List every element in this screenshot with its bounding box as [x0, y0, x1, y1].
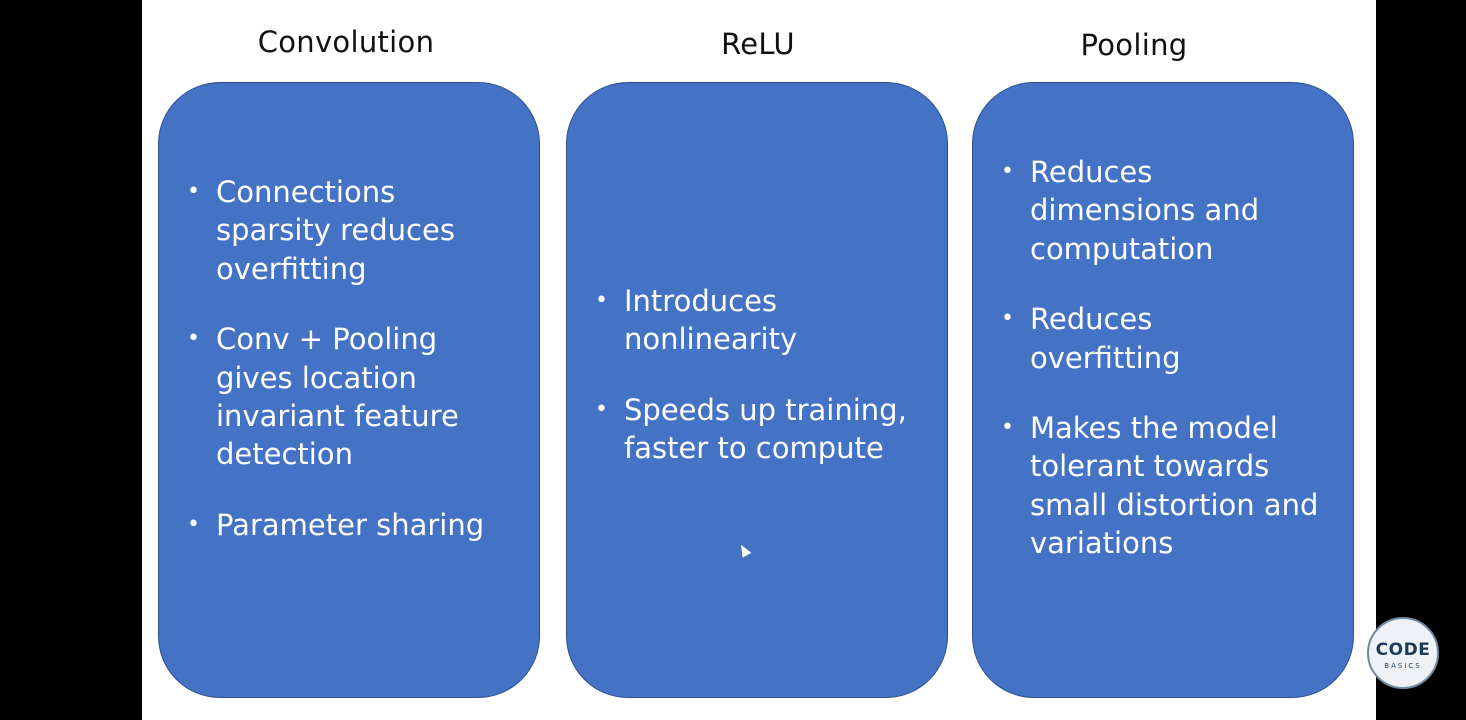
pooling-title: Pooling — [1080, 28, 1188, 62]
codebasics-logo: CODE BASICS — [1367, 617, 1439, 689]
relu-card: • Introduces nonlinearity • Speeds up tr… — [566, 82, 948, 698]
pooling-bullet-1: • Reduces dimensions and computation — [973, 153, 1318, 268]
bullet-text: Parameter sharing — [216, 507, 485, 542]
slide: Convolution • Connections sparsity reduc… — [142, 0, 1376, 720]
relu-title: ReLU — [721, 27, 795, 61]
bullet-dot-icon: • — [1001, 306, 1014, 332]
bullet-text: Introduces nonlinearity — [624, 284, 798, 357]
bullet-text: Reduces overfitting — [1030, 302, 1181, 375]
bullet-text: Reduces dimensions and computation — [1030, 155, 1260, 266]
bullet-dot-icon: • — [595, 288, 608, 313]
bullet-text: Makes the model tolerant towards small d… — [1030, 411, 1319, 561]
convolution-title: Convolution — [257, 25, 435, 59]
convolution-bullet-2: • Conv + Pooling gives location invarian… — [159, 320, 539, 474]
relu-bullet-list: • Introduces nonlinearity • Speeds up tr… — [567, 282, 947, 500]
pooling-bullet-3: • Makes the model tolerant towards small… — [973, 409, 1353, 563]
logo-line-2: BASICS — [1384, 662, 1422, 670]
convolution-card: • Connections sparsity reduces overfitti… — [158, 82, 540, 698]
logo-line-1: CODE — [1375, 640, 1431, 660]
pooling-card: • Reduces dimensions and computation • R… — [972, 82, 1354, 698]
bullet-text: Connections sparsity reduces overfitting — [216, 175, 455, 286]
bullet-dot-icon: • — [187, 511, 200, 537]
convolution-bullet-list: • Connections sparsity reduces overfitti… — [159, 173, 539, 576]
bullet-text: Conv + Pooling gives location invariant … — [216, 322, 459, 472]
convolution-bullet-3: • Parameter sharing — [159, 506, 539, 544]
bullet-dot-icon: • — [1001, 159, 1014, 184]
bullet-dot-icon: • — [595, 396, 608, 422]
pooling-bullet-2: • Reduces overfitting — [973, 300, 1268, 377]
relu-bullet-2: • Speeds up training, faster to compute — [567, 391, 947, 468]
pooling-bullet-list: • Reduces dimensions and computation • R… — [973, 153, 1353, 595]
bullet-dot-icon: • — [187, 179, 200, 204]
relu-bullet-1: • Introduces nonlinearity — [567, 282, 922, 359]
bullet-dot-icon: • — [187, 326, 200, 352]
bullet-dot-icon: • — [1001, 415, 1014, 441]
convolution-bullet-1: • Connections sparsity reduces overfitti… — [159, 173, 534, 288]
bullet-text: Speeds up training, faster to compute — [624, 392, 907, 466]
